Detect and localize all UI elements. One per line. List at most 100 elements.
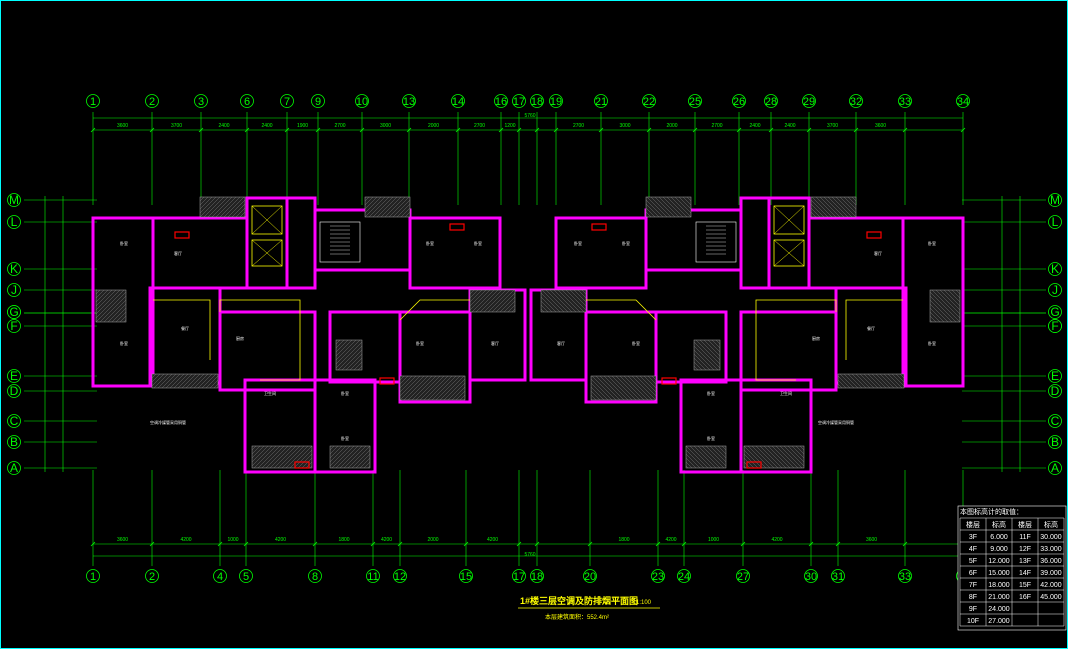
dim-label-top: 3700	[827, 123, 838, 129]
ac-unit	[449, 223, 465, 231]
hatch-line	[707, 339, 721, 353]
dim-label-top: 3600	[875, 123, 886, 129]
hatch-line	[827, 196, 849, 218]
hatch-line	[670, 196, 692, 218]
floor-plan: 卧室客厅卧室卧室卧室餐厅厨房卫生间卧室卧室客厅卧室卧室客厅卧室卧室卧室餐厅厨房卫…	[91, 196, 965, 474]
row-bubble-label: A	[1051, 461, 1059, 475]
hatch-line	[265, 445, 289, 469]
hatch-line	[645, 211, 652, 218]
hatch-line	[335, 445, 359, 469]
dim-tick-top	[692, 127, 698, 133]
dim-tick-top	[534, 127, 540, 133]
hatch-line	[123, 319, 127, 323]
table-cell: 15F	[1019, 582, 1031, 589]
axis-bubble-circle	[831, 569, 845, 583]
dim-tick-bottom	[808, 541, 814, 547]
hatched-area	[645, 196, 692, 218]
wall	[679, 378, 743, 474]
hatch-line	[899, 373, 905, 379]
axis-bubble-bottom-23: 23	[651, 569, 665, 583]
room-label: 卧室	[120, 240, 128, 246]
hatch-line	[810, 215, 813, 218]
drawing-title: 1#楼三层空调及防排烟平面图	[520, 595, 638, 606]
hatch-line	[686, 196, 692, 202]
hatch-line	[863, 373, 879, 389]
hatch-line	[791, 445, 805, 459]
room-label: 卧室	[632, 340, 640, 346]
room-label: 餐厅	[181, 325, 189, 331]
axis-bubble-circle	[764, 94, 778, 108]
axis-bubble-top-28: 28	[764, 94, 778, 108]
hatched-area	[837, 373, 905, 389]
axis-bubble-label: 20	[584, 571, 596, 583]
hatch-line	[99, 295, 127, 323]
row-bubble-right-J: J	[1048, 283, 1062, 297]
hatch-line	[329, 445, 343, 459]
hatched-area	[364, 196, 411, 218]
hatch-box	[399, 375, 466, 401]
dim-tick-bottom	[149, 541, 155, 547]
dim-label-bottom: 1800	[338, 537, 349, 543]
hatch-line	[487, 289, 511, 313]
axis-bubble-label: 4	[217, 571, 223, 583]
axis-bubble-label: 30	[805, 571, 817, 583]
hatch-line	[709, 445, 727, 463]
hatch-line	[469, 289, 487, 307]
hatch-line	[199, 196, 209, 206]
stair	[319, 221, 361, 263]
table-cell: 14F	[1019, 570, 1031, 577]
hatch-line	[219, 196, 241, 218]
row-bubble-circle	[1048, 283, 1062, 297]
dim-label-top: 2400	[261, 123, 272, 129]
dim-tick-top	[149, 127, 155, 133]
hatch-line	[337, 345, 363, 371]
axis-bubble-top-1: 1	[86, 94, 100, 108]
hatch-line	[743, 453, 759, 469]
hatch-line	[646, 196, 668, 218]
bottom-axis-bubbles: 1245811121517182023242730313334	[86, 569, 970, 583]
hatch-line	[353, 361, 363, 371]
dim-tick-bottom	[370, 541, 376, 547]
dim-tick-bottom	[217, 541, 223, 547]
row-bubble-right-E: E	[1048, 369, 1062, 383]
hatch-line	[368, 196, 390, 218]
drawing-scale: 1:100	[636, 600, 652, 606]
room-label: 厨房	[236, 335, 244, 341]
axis-bubble-bottom-5: 5	[239, 569, 253, 583]
hatch-line	[843, 196, 857, 210]
elevator-x	[251, 239, 283, 267]
hatch-line	[581, 289, 587, 295]
hatch-line	[631, 375, 657, 401]
hatch-line	[285, 445, 309, 469]
hatch-line	[253, 445, 277, 469]
hatch-line	[835, 196, 857, 218]
hatch-line	[251, 445, 257, 451]
room-label: 餐厅	[867, 325, 875, 331]
axis-bubble-top-19: 19	[549, 94, 563, 108]
wall	[654, 310, 728, 384]
axis-bubble-circle	[802, 94, 816, 108]
axis-bubble-top-2: 2	[145, 94, 159, 108]
room-label: 卧室	[426, 240, 434, 246]
axis-bubble-top-29: 29	[802, 94, 816, 108]
axis-bubble-circle	[145, 94, 159, 108]
ac-unit	[591, 223, 607, 231]
table-cell: 39.000	[1040, 570, 1062, 577]
room-label: 卧室	[707, 390, 715, 396]
hatch-line	[329, 445, 335, 451]
wall	[901, 216, 965, 388]
axis-bubble-circle	[512, 94, 526, 108]
axis-bubble-top-6: 6	[240, 94, 254, 108]
table-cell: 24.000	[988, 606, 1010, 613]
hatch-line	[95, 289, 125, 319]
hatch-line	[810, 199, 829, 218]
axis-bubble-circle	[898, 94, 912, 108]
dim-tick-top	[646, 127, 652, 133]
hatch-line	[603, 375, 629, 401]
axis-bubble-label: 5	[243, 571, 249, 583]
hatch-line	[693, 349, 715, 371]
axis-bubble-label: 1	[90, 571, 96, 583]
hatch-line	[197, 373, 213, 389]
refrigerant-pipe	[153, 299, 211, 360]
axis-bubble-top-18: 18	[530, 94, 544, 108]
